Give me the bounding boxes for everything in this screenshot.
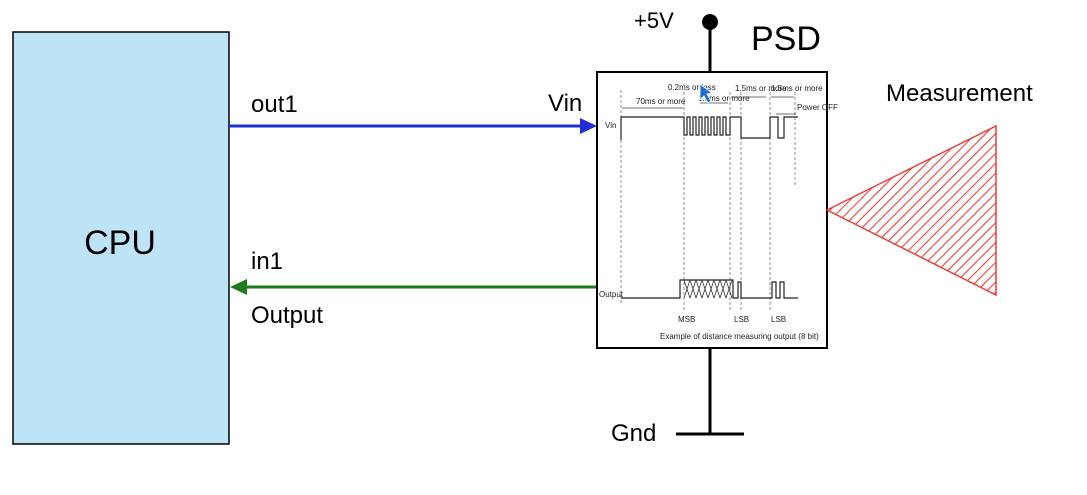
- output-label: Output: [251, 302, 323, 329]
- timing-lsb-mid: LSB: [734, 315, 749, 324]
- timing-t2: 0.2ms or less: [668, 83, 716, 92]
- in1-arrowhead: [230, 279, 247, 295]
- power-label: +5V: [634, 8, 674, 33]
- psd-label: PSD: [751, 20, 821, 58]
- timing-dimensions: [622, 96, 796, 115]
- timing-lsb: LSB: [771, 315, 786, 324]
- vin-waveform: [620, 116, 798, 140]
- cpu-block: CPU: [12, 31, 230, 445]
- cpu-label: CPU: [84, 224, 156, 262]
- cpu-box: [12, 31, 230, 445]
- measurement-beam: Measurement: [825, 80, 1033, 297]
- power-rail: +5V PSD: [634, 8, 821, 72]
- timing-power-off: Power OFF: [797, 103, 838, 112]
- out1-arrowhead: [580, 118, 597, 134]
- measurement-label: Measurement: [886, 80, 1033, 107]
- ground-label: Gnd: [611, 420, 656, 447]
- out1-label: out1: [251, 91, 298, 118]
- timing-t5: 1.5ms or more: [771, 84, 823, 93]
- measurement-triangle: [825, 124, 997, 297]
- timing-output-label: Output: [599, 290, 624, 299]
- in1-label: in1: [251, 248, 283, 275]
- power-node-dot: [702, 14, 718, 30]
- timing-msb: MSB: [678, 315, 695, 324]
- ground-rail: Gnd: [611, 348, 744, 447]
- timing-vin-label: Vin: [605, 121, 616, 130]
- out1-signal: out1 Vin: [229, 90, 597, 134]
- vin-label: Vin: [548, 90, 582, 117]
- output-data-bits: [683, 279, 733, 299]
- in1-signal: in1 Output: [230, 248, 597, 329]
- timing-t4: 1.5ms or more: [735, 84, 787, 93]
- psd-box: [596, 71, 828, 349]
- timing-t3: 1.0ms or more: [698, 94, 750, 103]
- mouse-cursor-icon: [699, 83, 713, 104]
- timing-caption: Example of distance measuring output (8 …: [660, 332, 819, 341]
- psd-block: Vin Output 70ms or more 0.2ms or less 1.…: [596, 71, 838, 349]
- timing-t1: 70ms or more: [636, 97, 686, 106]
- output-waveform: [621, 279, 798, 299]
